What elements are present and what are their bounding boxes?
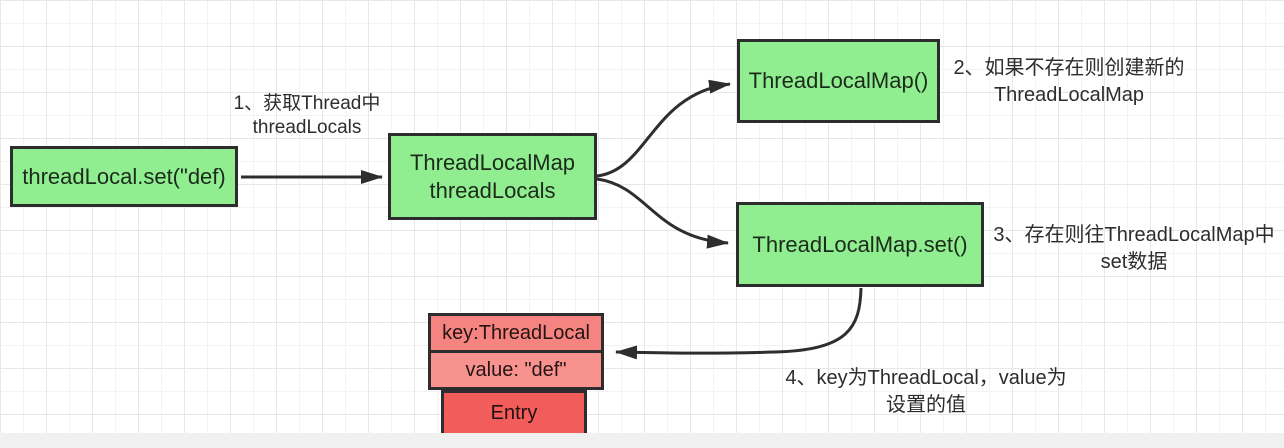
annotation-1-get-threadlocals: 1、获取Thread中 threadLocals: [212, 92, 402, 140]
annotation-3-set-into-map: 3、存在则往ThreadLocalMap中 set数据: [984, 222, 1284, 276]
entry-label: Entry: [490, 401, 538, 424]
node-threadlocal-set-label: threadLocal.set("def): [22, 163, 226, 189]
annotation-2-create-new-map: 2、如果不存在则创建新的 ThreadLocalMap: [941, 55, 1197, 109]
node-threadlocalmap-constructor: ThreadLocalMap(): [737, 39, 940, 123]
annotation-1-line1: 1、获取Thread中: [233, 93, 381, 114]
entry-key-row: key:ThreadLocal: [431, 316, 601, 350]
entry-value-label: value: "def": [465, 358, 567, 381]
annotation-3-line1: 3、存在则往ThreadLocalMap中: [993, 224, 1275, 246]
arrow-fork-to-mapset: [596, 177, 729, 249]
annotation-2-line1: 2、如果不存在则创建新的: [953, 57, 1185, 79]
node-threadlocalmap-set: ThreadLocalMap.set(): [736, 202, 984, 287]
arrow-mapset-to-entry: [615, 287, 863, 360]
entry-key-label: key:ThreadLocal: [442, 321, 590, 344]
node-map-ctor-label: ThreadLocalMap(): [748, 68, 929, 93]
annotation-4-line2: 设置的值: [886, 394, 966, 416]
annotation-4-line1: 4、key为ThreadLocal，value为: [785, 367, 1067, 389]
node-threadlocals-line2: threadLocals: [429, 177, 556, 203]
annotation-3-line2: set数据: [1100, 251, 1168, 273]
node-threadlocalmap-threadlocals: ThreadLocalMap threadLocals: [388, 133, 597, 220]
annotation-4-key-value-meaning: 4、key为ThreadLocal，value为 设置的值: [768, 365, 1084, 419]
node-map-set-label: ThreadLocalMap.set(): [752, 231, 968, 257]
node-threadlocals-line1: ThreadLocalMap: [409, 149, 576, 175]
annotation-1-line2: threadLocals: [252, 117, 362, 138]
node-entry: Entry: [441, 390, 587, 436]
annotation-2-line2: ThreadLocalMap: [993, 84, 1145, 106]
arrow-fork-to-ctor: [596, 79, 731, 178]
node-entry-key-value: key:ThreadLocal value: "def": [428, 313, 604, 390]
bottom-gray-bar: [0, 433, 1284, 448]
node-threadlocal-set: threadLocal.set("def): [10, 146, 238, 207]
entry-value-row: value: "def": [431, 350, 601, 387]
